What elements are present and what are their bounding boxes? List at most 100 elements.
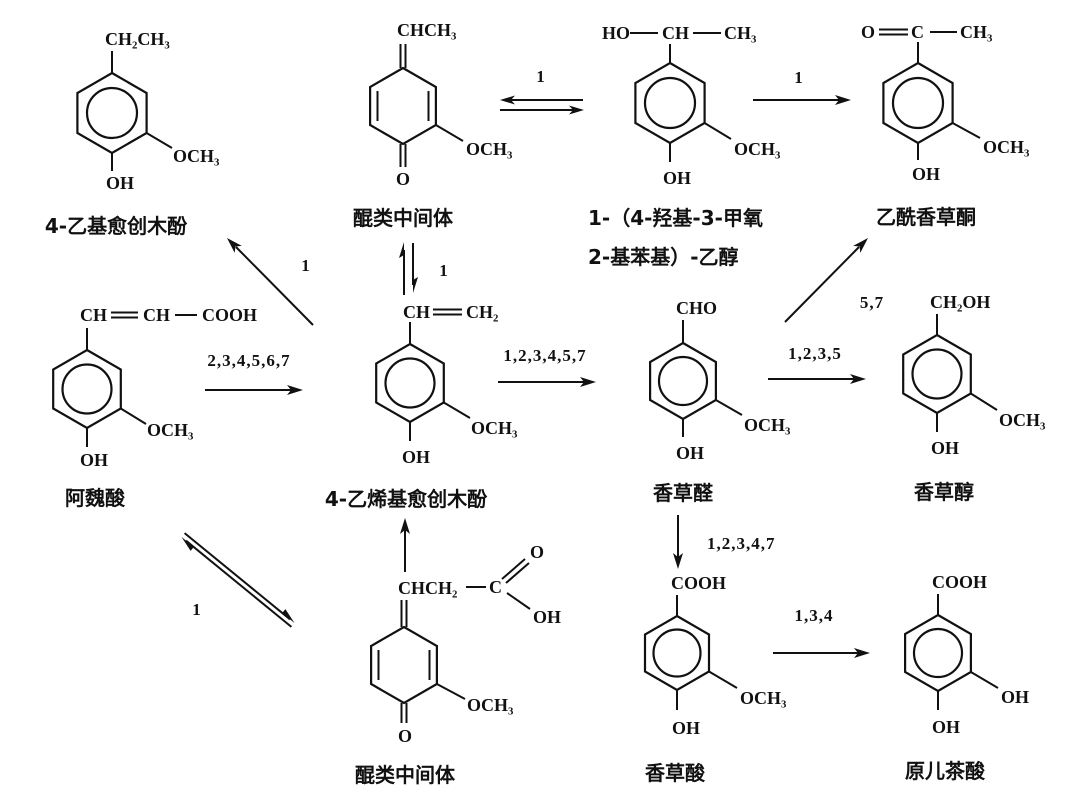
arrow-vanillic-to-protocatechuic: 1,3,4	[773, 606, 870, 658]
arrow-vinyl-to-ethylguaiacol: 1	[227, 238, 314, 326]
compound-vanillyl-alcohol: CH₂OH OCH₃ OH 香草醇	[902, 292, 1046, 504]
methoxy-label: OCH₃	[173, 146, 220, 166]
compound-ferulic-acid: CH CH COOH OCH₃ OH 阿魏酸	[52, 305, 257, 510]
compound-name: 阿魏酸	[65, 486, 126, 510]
compound-quinone-intermediate-bottom: CHCH₂ C O OH OCH₃ O 醌类中间体	[355, 542, 561, 787]
carbonyl-oxygen-label: O	[396, 169, 410, 189]
compound-hydroxyethyl-guaiacol: HO CH CH₃ OCH₃ OH 1-（4-羟基-3-甲氧 2-基苯基）-乙醇	[588, 23, 781, 269]
reaction-conditions-label: 1,2,3,4,5,7	[503, 346, 586, 365]
hydroxy-label: OH	[672, 718, 700, 738]
compound-name: 香草醛	[653, 481, 714, 505]
quinone-ring	[369, 66, 437, 146]
compound-name: 4-乙烯基愈创木酚	[325, 487, 488, 511]
hydroxy-label: OH	[402, 447, 430, 467]
arrowhead-right-icon	[580, 377, 596, 387]
compound-vanillic-acid: COOH OCH₃ OH 香草酸	[643, 573, 787, 785]
side-chain-methine-label: CH	[662, 23, 689, 43]
aromatic-circle	[643, 76, 697, 130]
hydroxy-label: OH	[931, 438, 959, 458]
reaction-conditions-label: 1	[439, 261, 449, 280]
hydroxy-label: OH	[106, 173, 134, 193]
compound-name: 醌类中间体	[355, 763, 456, 787]
reaction-conditions-label: 1	[536, 67, 546, 86]
bond-methoxy	[120, 407, 147, 425]
compound-name-line-1: 1-（4-羟基-3-甲氧	[588, 206, 763, 230]
acid-carbonyl-oxygen-label: O	[530, 542, 544, 562]
aromatic-circle	[911, 348, 963, 400]
half-arrowhead-up-left-icon	[181, 536, 194, 551]
methoxy-label: OCH₃	[466, 139, 513, 159]
arrow-shaft	[784, 246, 860, 323]
arrowhead-up-right-icon	[853, 238, 868, 253]
arrow-vinyl-to-vanillin: 1,2,3,4,5,7	[498, 346, 596, 387]
compound-acetovanillone: O C CH₃ OCH₃ OH 乙酰香草酮	[861, 22, 1030, 229]
compound-vanillin: CHO OCH₃ OH 香草醛	[648, 298, 791, 505]
reaction-conditions-label: 1	[301, 256, 311, 275]
side-chain-hydroxy-label: HO	[602, 23, 630, 43]
half-arrowhead-up-icon	[399, 242, 404, 258]
bond-methoxy	[952, 122, 981, 139]
aromatic-circle	[891, 76, 945, 130]
arrowhead-up-left-icon	[227, 238, 242, 253]
arrowhead-left-icon	[500, 95, 515, 105]
side-chain-beta-ch-label: CH	[143, 305, 170, 325]
methoxy-label: OCH₃	[147, 420, 194, 440]
arrowhead-down-icon	[673, 553, 683, 569]
arrowhead-right-icon	[854, 648, 870, 658]
arrowhead-right-icon	[835, 95, 851, 105]
methoxy-label: OCH₃	[744, 415, 791, 435]
side-chain-alpha-ch-label: CH	[80, 305, 107, 325]
methoxy-label: OCH₃	[999, 410, 1046, 430]
carboxyl-label: COOH	[932, 572, 987, 592]
carbonyl-oxygen-label: O	[398, 726, 412, 746]
compound-name: 醌类中间体	[353, 206, 454, 230]
acid-hydroxy-label: OH	[533, 607, 561, 627]
ethylidene-label: CHCH₃	[397, 20, 457, 40]
aromatic-circle	[657, 355, 709, 407]
ketone-carbon-label: C	[911, 22, 924, 42]
reaction-conditions-label: 5,7	[860, 293, 884, 312]
acid-carbonyl-double-bond	[505, 562, 530, 584]
hydroxy-label: OH	[80, 450, 108, 470]
arrowhead-right-icon	[850, 374, 866, 384]
bond-methoxy	[715, 399, 743, 416]
hydroxy-label: OH	[663, 168, 691, 188]
quinone-ring	[370, 625, 438, 705]
aromatic-circle	[652, 628, 702, 678]
hydroxy-label: OH	[912, 164, 940, 184]
arrow-equilibrium-vinyl-qm-top: 1	[399, 242, 449, 295]
bond-meta-hydroxy	[970, 671, 999, 689]
methyl-label: CH₃	[960, 22, 993, 42]
compound-4-vinylguaiacol: CH CH₂ OCH₃ OH 4-乙烯基愈创木酚	[325, 302, 518, 511]
vinyl-ch2-label: CH₂	[466, 302, 498, 322]
half-arrowhead-down-right-icon	[282, 609, 295, 624]
acid-carbon-label: C	[489, 577, 502, 597]
meta-hydroxy-label: OH	[1001, 687, 1029, 707]
side-chain-chch2-label: CHCH₂	[398, 578, 457, 598]
hydroxymethyl-label: CH₂OH	[930, 292, 990, 312]
methoxy-label: OCH₃	[740, 688, 787, 708]
aromatic-circle	[61, 363, 113, 415]
compound-name: 乙酰香草酮	[876, 205, 976, 229]
hydroxy-label: OH	[932, 717, 960, 737]
half-arrowhead-down-icon	[413, 277, 418, 293]
vinyl-ch-label: CH	[403, 302, 430, 322]
methoxy-label: OCH₃	[734, 139, 781, 159]
compound-name-line-2: 2-基苯基）-乙醇	[588, 245, 739, 269]
aromatic-circle	[85, 86, 139, 140]
compound-4-ethylguaiacol: CH₂CH₃ OCH₃ OH 4-乙基愈创木酚	[45, 29, 220, 238]
bond-methoxy	[704, 122, 732, 140]
reaction-conditions-label: 1,3,4	[795, 606, 834, 625]
hydroxy-label: OH	[676, 443, 704, 463]
bond-methoxy	[708, 670, 738, 689]
arrowhead-right-icon	[287, 385, 303, 395]
compound-name: 原儿茶酸	[905, 759, 986, 783]
arrow-vanillin-to-vanillic-acid: 1,2,3,4,7	[673, 515, 775, 569]
methoxy-label: OCH₃	[467, 695, 514, 715]
ketone-oxygen-label: O	[861, 22, 875, 42]
side-chain-methyl-label: CH₃	[724, 23, 757, 43]
bond-methoxy	[146, 132, 173, 149]
methoxy-label: OCH₃	[471, 418, 518, 438]
bond-methoxy	[970, 392, 998, 411]
